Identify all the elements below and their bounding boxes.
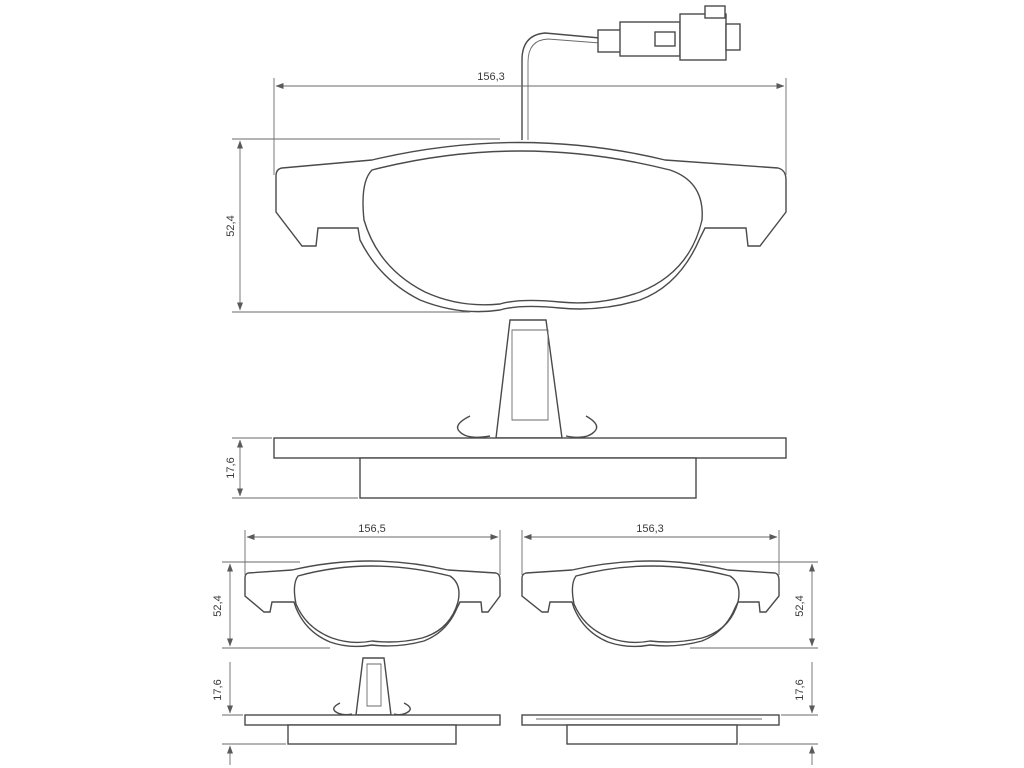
left-thickness-label: 17,6 <box>212 679 224 700</box>
main-backing-plate <box>275 141 787 313</box>
right-friction-material <box>571 565 740 644</box>
main-clip-spring-left <box>456 415 491 439</box>
left-width-label: 156,5 <box>358 523 386 535</box>
main-plate-side <box>273 437 787 459</box>
right-height-dimension: 52,4 <box>690 561 818 649</box>
main-height-dimension: 52,4 <box>225 138 500 313</box>
right-backing-plate <box>521 560 780 648</box>
right-thickness-dimension: 17,6 <box>739 662 818 765</box>
right-thickness-label: 17,6 <box>794 679 806 700</box>
wear-sensor-wire-inner <box>527 38 601 140</box>
right-plate-side <box>521 714 780 726</box>
left-friction-material <box>293 565 460 644</box>
left-thickness-dimension: 17,6 <box>212 662 286 765</box>
main-width-dimension: 156,3 <box>273 71 787 175</box>
left-sensor-clip-inner <box>366 663 382 707</box>
main-thickness-dimension: 17,6 <box>225 437 358 499</box>
left-backing-plate <box>244 560 501 648</box>
right-width-dimension: 156,3 <box>521 523 780 575</box>
main-height-label: 52,4 <box>225 215 237 236</box>
left-plate-side <box>244 714 501 726</box>
right-pad-side-view <box>521 714 780 745</box>
main-clip-spring-right <box>565 415 598 439</box>
left-pad-front-view <box>244 560 501 648</box>
main-width-label: 156,3 <box>477 71 505 83</box>
wear-sensor-connector <box>597 5 741 61</box>
right-friction-side <box>566 724 738 745</box>
main-sensor-clip-inner <box>511 329 549 421</box>
main-friction-side <box>359 457 697 499</box>
main-pad-side-view <box>273 319 787 499</box>
right-width-label: 156,3 <box>636 523 664 535</box>
right-height-label: 52,4 <box>794 595 806 616</box>
left-height-dimension: 52,4 <box>212 561 330 649</box>
right-pad-front-view <box>521 560 780 648</box>
left-pad-side-view <box>244 657 501 745</box>
main-friction-material <box>362 150 703 306</box>
left-height-label: 52,4 <box>212 595 224 616</box>
left-clip-spring-right <box>393 702 411 716</box>
main-pad-front-view <box>275 5 787 313</box>
wear-sensor-wire <box>521 32 601 140</box>
left-friction-side <box>287 724 457 745</box>
main-thickness-label: 17,6 <box>225 457 237 478</box>
left-width-dimension: 156,5 <box>244 523 501 575</box>
left-clip-spring-left <box>333 702 353 716</box>
